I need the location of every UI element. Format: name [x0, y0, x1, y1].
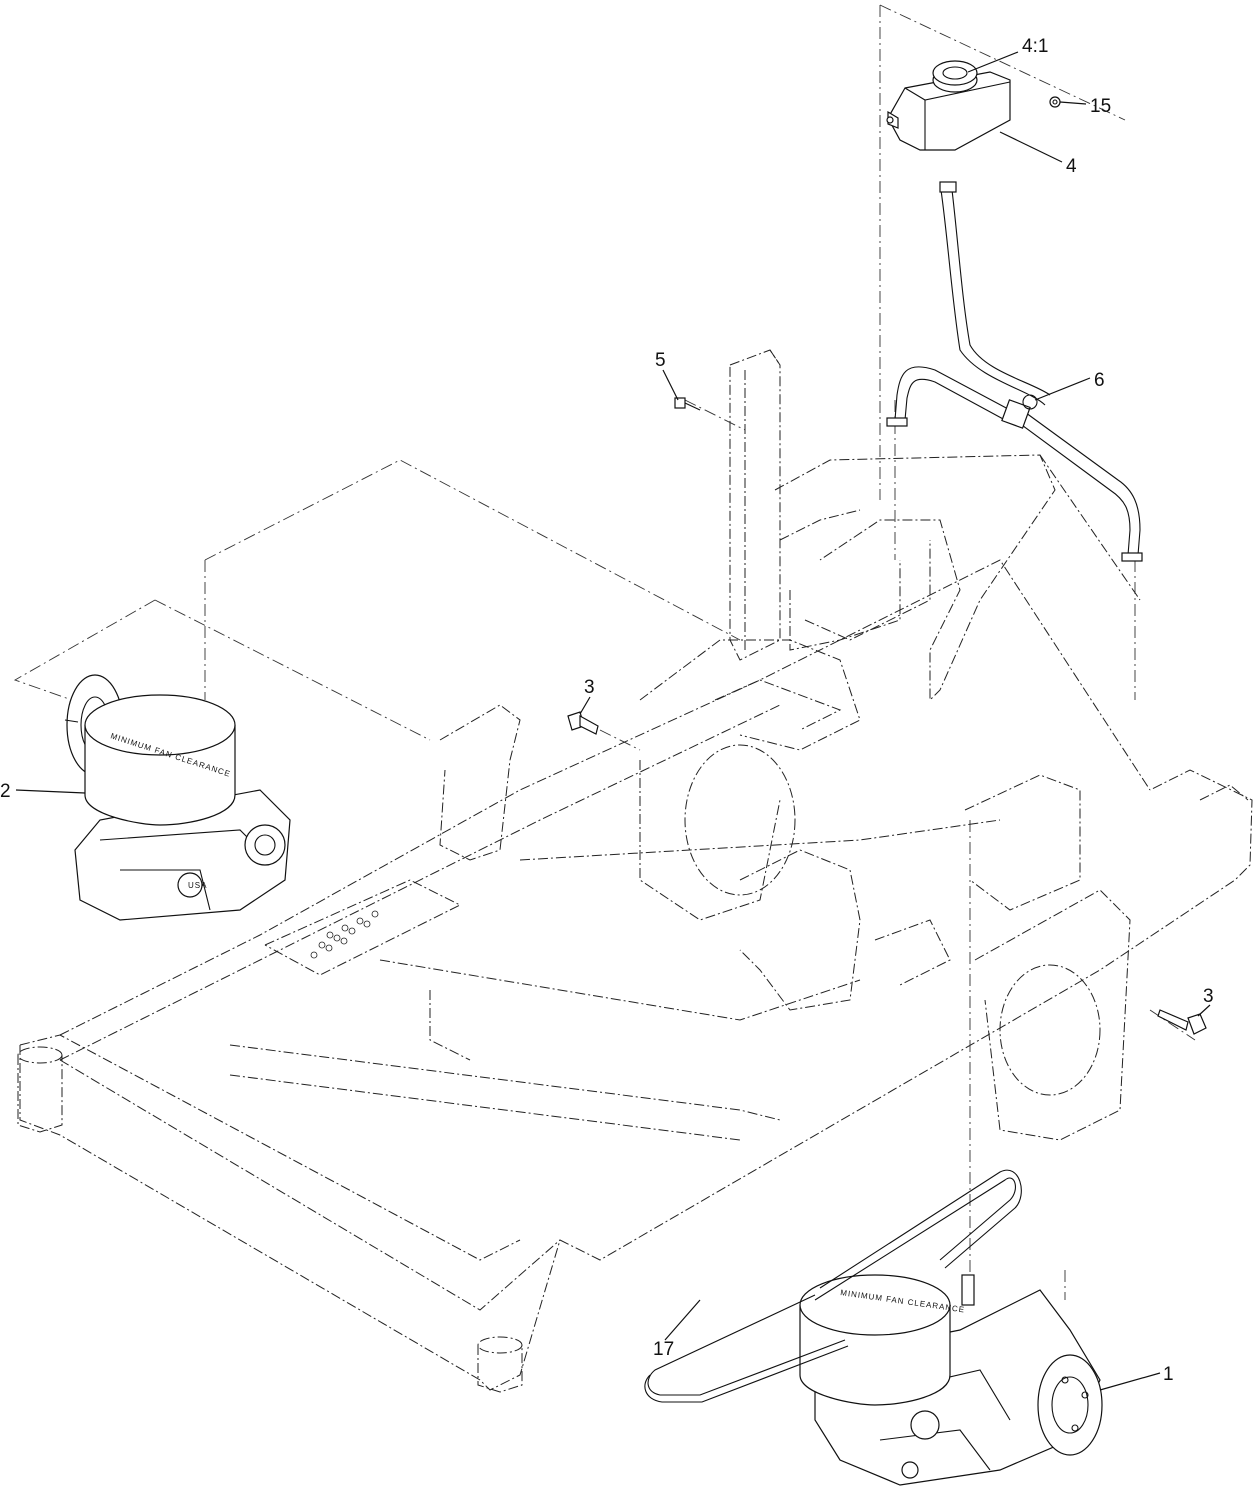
reservoir-cap: [932, 60, 978, 93]
callout-4: 4: [1066, 156, 1077, 177]
bolt-5: [674, 397, 701, 411]
projection-lines: [13, 4, 1196, 1300]
callout-3-right: 3: [1203, 986, 1214, 1007]
callout-leaders: [15, 51, 1211, 1391]
bolt-3-right: [1157, 1009, 1207, 1035]
hose-assembly: [886, 181, 1143, 562]
footrest-holes: [310, 910, 379, 959]
callout-4-1: 4:1: [1022, 36, 1048, 57]
transaxle-left: MINIMUM FAN CLEARANCE USA: [64, 674, 291, 921]
hex-nut: [1049, 96, 1061, 108]
drive-belt: [644, 1169, 1022, 1403]
callout-5: 5: [655, 350, 666, 371]
usa-badge-text: USA: [188, 881, 207, 890]
bolt-3-upper: [567, 711, 599, 735]
reservoir-tank: [886, 60, 1011, 151]
callout-2: 2: [0, 781, 11, 802]
transaxle-right: MINIMUM FAN CLEARANCE: [799, 1274, 1103, 1486]
fan-disc-right: MINIMUM FAN CLEARANCE: [799, 1274, 966, 1406]
fan-disc-left: MINIMUM FAN CLEARANCE: [84, 694, 236, 826]
callout-1: 1: [1163, 1364, 1174, 1385]
callout-3-upper: 3: [584, 677, 595, 698]
callout-17: 17: [653, 1339, 674, 1360]
callout-6: 6: [1094, 370, 1105, 391]
chassis-frame: [17, 349, 1253, 1393]
callout-15: 15: [1090, 96, 1111, 117]
callout-labels: 4:1 15 4 5 6 3 2 3 17 1: [0, 36, 1214, 1385]
